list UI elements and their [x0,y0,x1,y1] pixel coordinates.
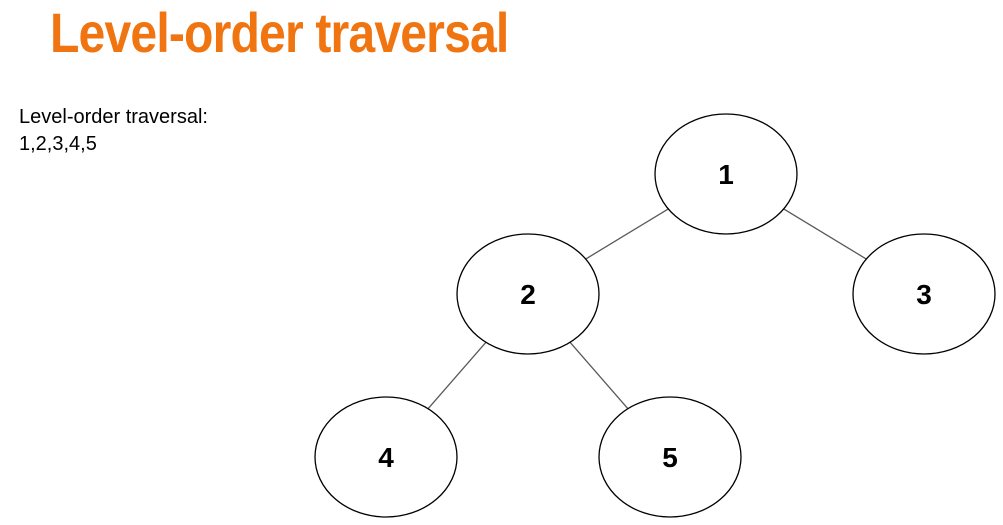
traversal-heading: Level-order traversal: [19,106,208,128]
slide-title: Level-order traversal [50,1,509,64]
node-circle [654,113,798,235]
node-label: 1 [718,159,734,190]
traversal-sequence: 1,2,3,4,5 [19,133,97,155]
node-label: 5 [662,442,678,473]
node-circle [456,233,600,355]
tree-node-3: 3 [852,233,996,355]
tree-edges [427,208,867,410]
edge-1-3 [783,208,867,260]
node-label: 4 [378,442,394,473]
node-circle [314,396,458,518]
node-label: 2 [520,279,536,310]
tree-node-5: 5 [598,396,742,518]
node-circle [598,396,742,518]
traversal-caption: Level-order traversal: 1,2,3,4,5 [19,104,208,158]
edge-2-5 [569,341,629,410]
node-label: 3 [916,279,932,310]
tree-node-4: 4 [314,396,458,518]
edge-1-2 [585,208,669,260]
tree-nodes: 1 2 3 4 5 [314,113,996,518]
tree-node-1: 1 [654,113,798,235]
node-circle [852,233,996,355]
tree-node-2: 2 [456,233,600,355]
edge-2-4 [427,341,487,410]
